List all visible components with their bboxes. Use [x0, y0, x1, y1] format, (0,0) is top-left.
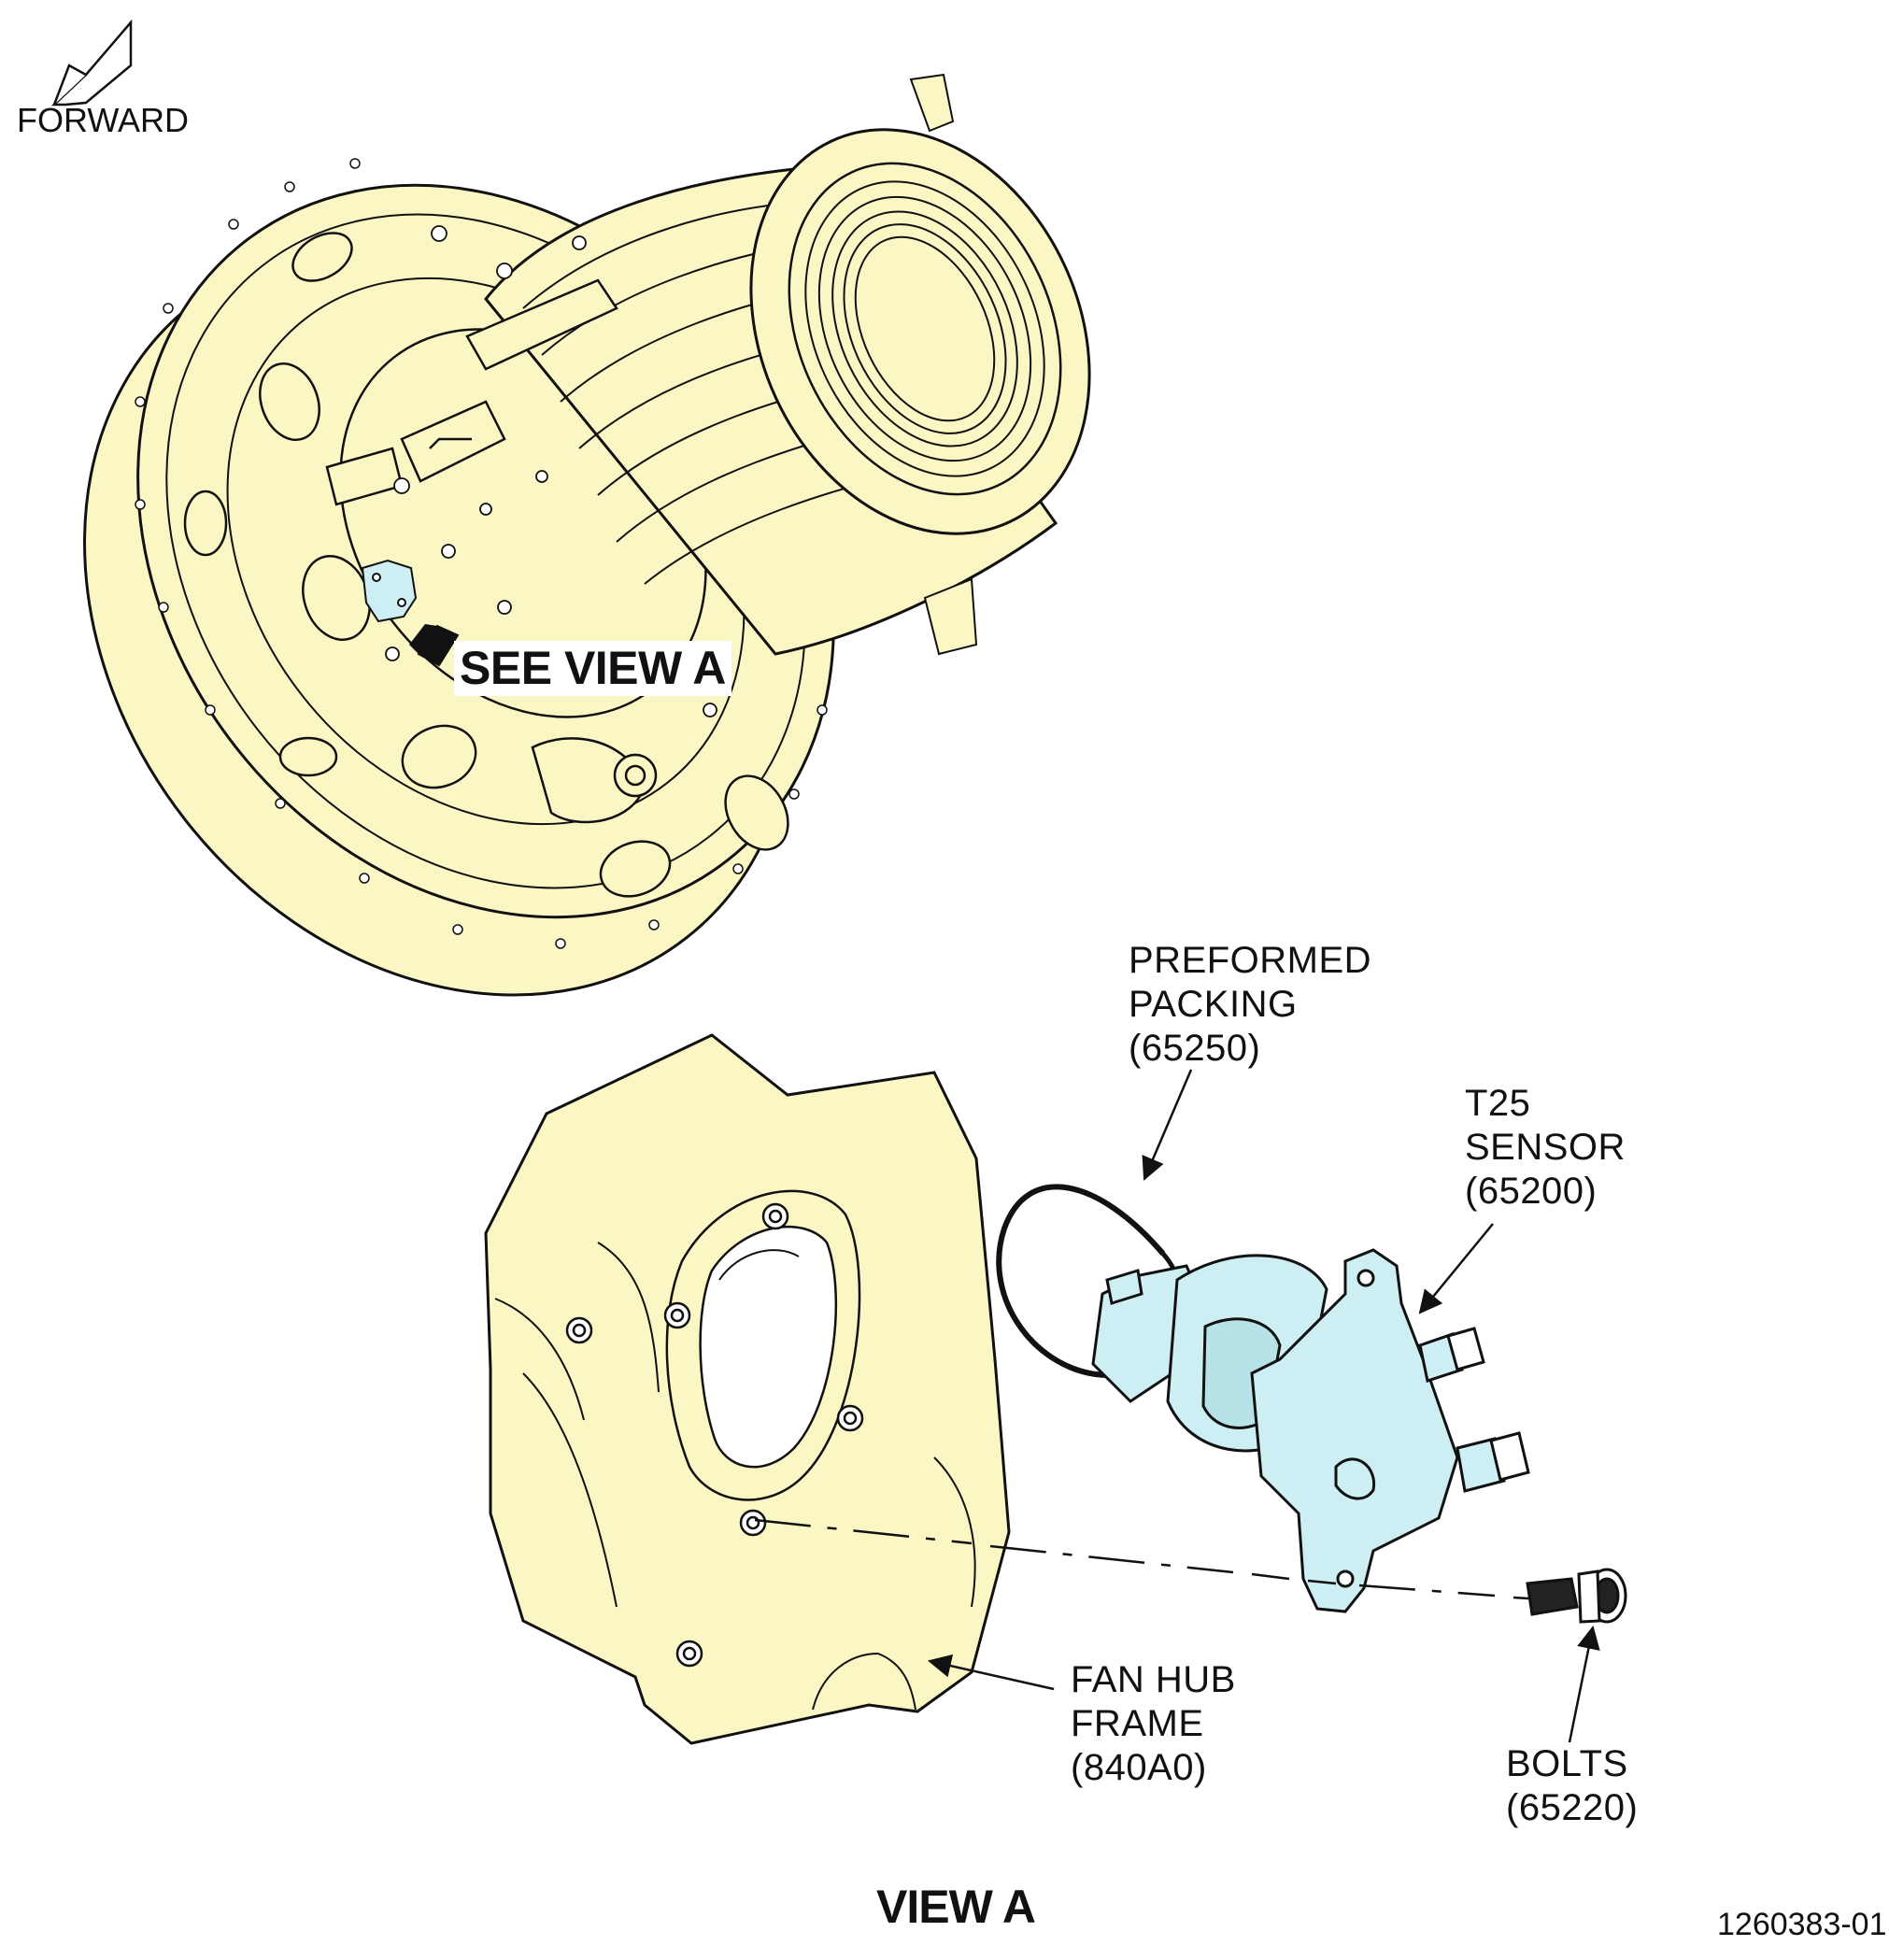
- t25-sensor: [1091, 1248, 1530, 1613]
- sensor-callout-line1: T25: [1465, 1083, 1531, 1124]
- preformed-packing: [996, 1184, 1166, 1378]
- packing-callout: PREFORMED PACKING (65250): [1129, 939, 1371, 1072]
- bolt: [1526, 1568, 1627, 1624]
- view-title: VIEW A: [876, 1881, 1036, 1933]
- sensor-callout: T25 SENSOR (65200): [1465, 1082, 1626, 1214]
- engine-assembly: [83, 73, 1091, 997]
- see-view-a-label: SEE VIEW A: [454, 641, 731, 696]
- sensor-callout-line3: (65200): [1465, 1171, 1598, 1213]
- packing-leader: [1142, 1069, 1193, 1181]
- forward-arrow-icon: [50, 19, 133, 107]
- forward-label: FORWARD: [17, 101, 189, 139]
- frame-callout: FAN HUB FRAME (840A0): [1071, 1658, 1236, 1791]
- frame-callout-line3: (840A0): [1071, 1747, 1207, 1789]
- bolts-callout-line1: BOLTS: [1506, 1743, 1628, 1784]
- figure-number: 1260383-01: [1717, 1907, 1887, 1942]
- see-view-pointer-icon: [417, 624, 460, 667]
- packing-callout-line3: (65250): [1129, 1028, 1261, 1070]
- packing-callout-line2: PACKING: [1129, 984, 1298, 1026]
- fan-hub-frame: [484, 1033, 1011, 1745]
- sensor-callout-line2: SENSOR: [1465, 1127, 1626, 1169]
- sensor-location-marker: [361, 559, 418, 623]
- frame-callout-line2: FRAME: [1071, 1703, 1204, 1745]
- frame-leader: [927, 1654, 1055, 1691]
- frame-callout-line1: FAN HUB: [1071, 1659, 1236, 1700]
- bolts-callout-line2: (65220): [1506, 1787, 1639, 1829]
- sensor-leader: [1418, 1223, 1494, 1314]
- bolts-leader: [1568, 1625, 1600, 1743]
- bolts-callout: BOLTS (65220): [1506, 1742, 1638, 1830]
- installation-centerline: [754, 1518, 1529, 1600]
- packing-callout-line1: PREFORMED: [1129, 940, 1372, 981]
